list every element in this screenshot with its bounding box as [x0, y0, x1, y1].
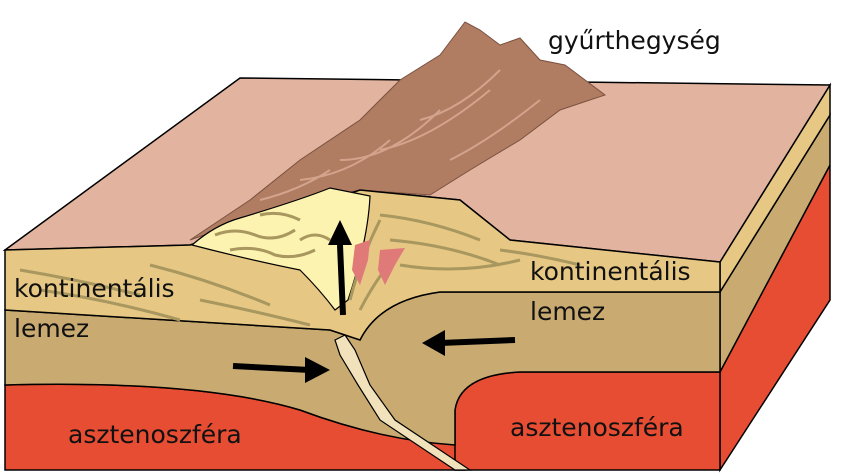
left-plate-label-line1: kontinentális	[14, 274, 175, 303]
right-plate-label-line1: kontinentális	[530, 257, 691, 286]
folded-strata	[19, 211, 581, 327]
mountain-range	[189, 21, 607, 241]
right-plate-label-line2: lemez	[530, 297, 606, 326]
right-plate-motion-arrow	[422, 330, 516, 356]
magma-body	[352, 240, 405, 285]
right-asthenosphere-label: asztenoszféra	[510, 413, 684, 442]
mountain-label: gyűrthegység	[548, 26, 721, 55]
left-plate-motion-arrow	[232, 357, 330, 383]
left-asthenosphere-label: asztenoszféra	[68, 420, 242, 449]
uplift-arrow	[328, 220, 352, 316]
left-plate-label-line2: lemez	[14, 314, 90, 343]
suture-zone	[334, 334, 472, 471]
